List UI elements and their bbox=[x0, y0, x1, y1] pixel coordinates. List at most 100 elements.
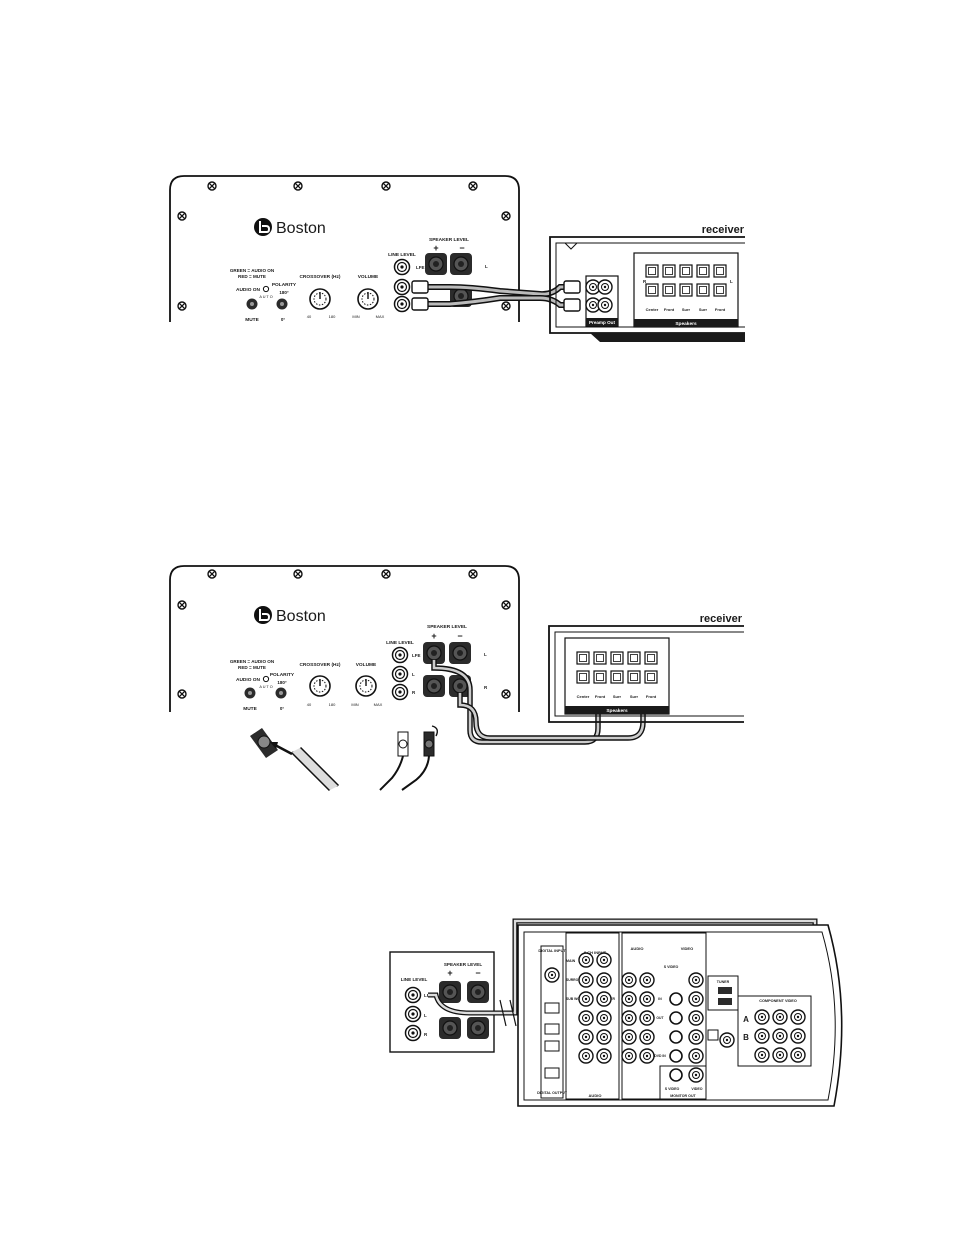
speaker-l-minus-post[interactable] bbox=[449, 252, 473, 276]
crossover-min-2: 40 bbox=[307, 702, 312, 707]
monitor-out-label: MONITOR OUT bbox=[670, 1094, 696, 1098]
terminal-r-label: R bbox=[643, 279, 647, 284]
speaker-l-label-2: L bbox=[484, 652, 487, 657]
volume-min-2: MIN bbox=[351, 702, 358, 707]
speakers-label: Speakers bbox=[675, 321, 697, 327]
surround-label: SURROUND bbox=[566, 978, 586, 982]
channel-front-r: Front bbox=[664, 307, 675, 312]
channel-surr-r: Surr bbox=[682, 307, 691, 312]
crossover-knob[interactable] bbox=[309, 288, 331, 310]
status-legend-green: GREEN = AUDIO ON bbox=[230, 268, 275, 273]
channel-surr-r-2: Surr bbox=[613, 694, 622, 699]
speaker-r-label-2: R bbox=[484, 685, 488, 690]
insert-arrow-icon bbox=[274, 743, 293, 756]
plus-label-2: + bbox=[431, 631, 436, 641]
channel-center-2: Center bbox=[577, 694, 590, 699]
inset-r-minus-post[interactable] bbox=[466, 1016, 490, 1040]
av-jacks bbox=[621, 972, 704, 1083]
auto-label: A U T O bbox=[259, 295, 272, 299]
plus-label: + bbox=[433, 243, 438, 253]
volume-label: VOLUME bbox=[358, 274, 379, 280]
plug-insert-illustration bbox=[250, 728, 340, 792]
preamp-l2-jack[interactable] bbox=[597, 279, 613, 295]
channel-front-l-2: Front bbox=[646, 694, 657, 699]
line-r-label-2: R bbox=[412, 690, 416, 695]
inset-r-jack[interactable] bbox=[404, 1024, 422, 1042]
polarity-switch-2[interactable] bbox=[275, 687, 287, 699]
subwoofer-panel bbox=[169, 175, 520, 322]
tuner-jack[interactable] bbox=[719, 1032, 735, 1048]
status-led-2 bbox=[262, 675, 270, 683]
speaker-r-plus-post-2[interactable] bbox=[422, 674, 446, 698]
lfe-jack[interactable] bbox=[393, 258, 411, 276]
inset-r-plus-post[interactable] bbox=[438, 1016, 462, 1040]
receiver-1: receiver Preamp Out R L Center Front Sur… bbox=[549, 224, 745, 342]
speaker-l-minus-post-2[interactable] bbox=[448, 641, 472, 665]
volume-knob-2[interactable] bbox=[355, 675, 377, 697]
receiver-label: receiver bbox=[702, 224, 745, 236]
preamp-out-label: Preamp Out bbox=[589, 320, 616, 325]
subwoofer-panel-2 bbox=[169, 565, 520, 712]
channel-surr-l: Surr bbox=[699, 307, 708, 312]
auto-label-2: A U T O bbox=[259, 685, 272, 689]
crossover-knob-2[interactable] bbox=[309, 675, 331, 697]
speaker-level-label: SPEAKER LEVEL bbox=[429, 237, 469, 243]
channel-center: Center bbox=[646, 307, 659, 312]
speaker-wires bbox=[431, 660, 646, 745]
s-video-bottom-label: S VIDEO bbox=[665, 1087, 680, 1091]
mute-button-2[interactable] bbox=[244, 687, 256, 699]
lfe-label-2: LFE bbox=[412, 653, 421, 658]
minus-label: − bbox=[459, 243, 464, 253]
brand-name: Boston bbox=[276, 220, 326, 237]
volume-max: MAX bbox=[376, 314, 385, 319]
crossover-max: 180 bbox=[329, 314, 336, 319]
line-l-label-2: L bbox=[412, 672, 415, 677]
bare-wire-illustration bbox=[379, 725, 439, 791]
line-level-label: LINE LEVEL bbox=[388, 252, 416, 258]
volume-knob[interactable] bbox=[357, 288, 379, 310]
speaker-level-label-2: SPEAKER LEVEL bbox=[427, 624, 467, 630]
tuner-label: TUNER bbox=[717, 980, 730, 984]
audio-label: AUDIO bbox=[631, 946, 644, 951]
diagram-1-line-level-connection: Boston GREEN = AUDIO ON RED = MUTE AUDIO… bbox=[169, 175, 745, 342]
inset-l-minus-post[interactable] bbox=[466, 980, 490, 1004]
status-legend-green-2: GREEN = AUDIO ON bbox=[230, 659, 275, 664]
receiver-back-panel: DIGITAL INPUT DIGITAL OUTPUT 8 CH INPUT … bbox=[517, 924, 843, 1107]
component-video-label: COMPONENT VIDEO bbox=[759, 999, 797, 1003]
ch-input-label: 8 CH INPUT bbox=[584, 950, 607, 955]
speaker-l-label: L bbox=[485, 264, 488, 269]
boston-logo: Boston bbox=[254, 218, 326, 237]
inset-l-jack[interactable] bbox=[404, 1005, 422, 1023]
lfe-jack-2[interactable] bbox=[391, 646, 409, 664]
speakers-label-2: Speakers bbox=[606, 708, 628, 714]
polarity-switch[interactable] bbox=[276, 298, 288, 310]
inset-lfe-jack[interactable] bbox=[404, 986, 422, 1004]
status-legend-red: RED = MUTE bbox=[238, 274, 266, 279]
component-b-label: B bbox=[743, 1033, 749, 1042]
channel-front-r-2: Front bbox=[595, 694, 606, 699]
receiver-2: receiver Center Front Surr Surr Front Sp… bbox=[548, 613, 744, 723]
speaker-l-plus-post[interactable] bbox=[424, 252, 448, 276]
volume-max-2: MAX bbox=[374, 702, 383, 707]
dvd-in-label: DVD IN bbox=[654, 1054, 666, 1058]
inset-l-plus-post[interactable] bbox=[438, 980, 462, 1004]
line-l-jack[interactable] bbox=[393, 278, 411, 296]
brand-name-2: Boston bbox=[276, 608, 326, 625]
line-r-jack[interactable] bbox=[393, 295, 411, 313]
inset-line-level-label: LINE LEVEL bbox=[401, 977, 428, 982]
receiver-label-2: receiver bbox=[700, 613, 743, 625]
out-label: OUT bbox=[656, 1016, 664, 1020]
line-l-jack-2[interactable] bbox=[391, 665, 409, 683]
sub-woofer-label: SUB WOOFER bbox=[566, 997, 590, 1001]
lfe-label: LFE bbox=[416, 265, 425, 270]
in-label: IN bbox=[658, 997, 662, 1001]
cable-break-icon bbox=[499, 999, 517, 1027]
line-r-jack-2[interactable] bbox=[391, 683, 409, 701]
mute-button[interactable] bbox=[246, 298, 258, 310]
inset-r-label: R bbox=[424, 1032, 428, 1037]
preamp-r2-jack[interactable] bbox=[597, 297, 613, 313]
digital-coax-jack[interactable] bbox=[544, 967, 560, 983]
minus-label-2: − bbox=[457, 631, 462, 641]
status-legend-red-2: RED = MUTE bbox=[238, 665, 266, 670]
diagram-2-speaker-level-connection: Boston GREEN = AUDIO ON RED = MUTE AUDIO… bbox=[169, 565, 744, 792]
